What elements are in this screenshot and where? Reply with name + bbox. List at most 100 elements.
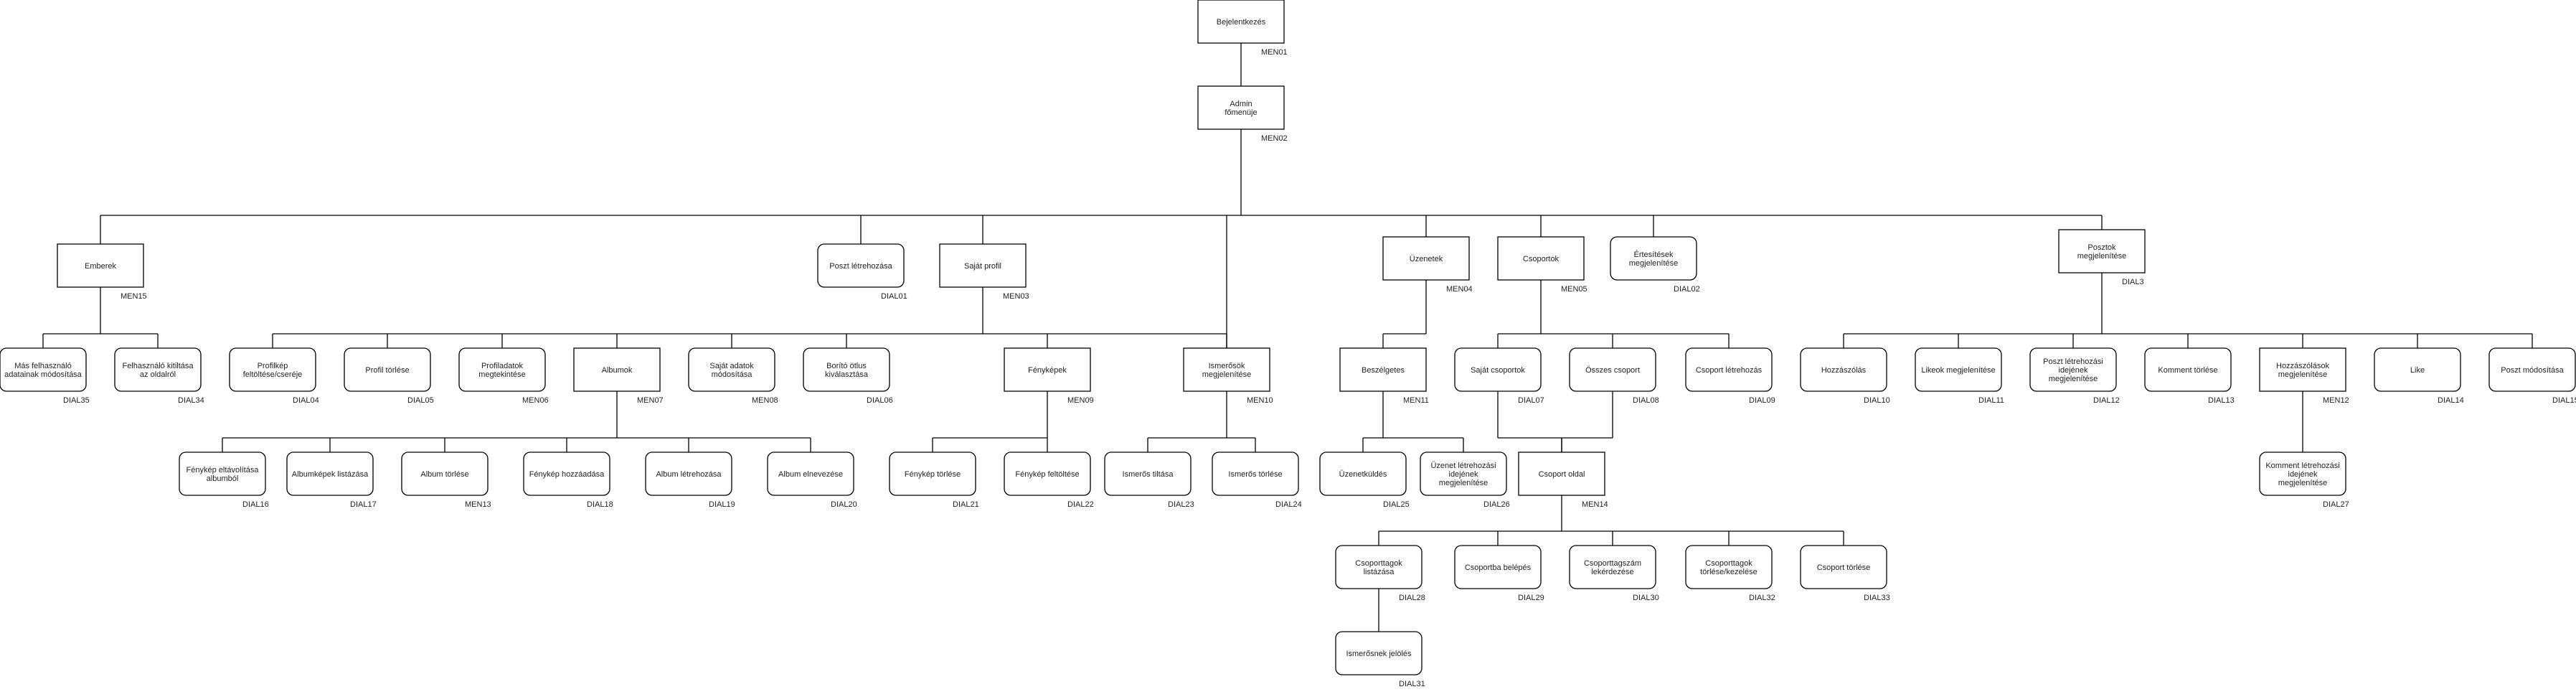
node-box (2144, 347, 2232, 392)
node-code: DIAL30 (1633, 594, 1659, 602)
node-label: Likeok megjelenítése (1921, 366, 1995, 375)
node-box (1335, 631, 1423, 675)
node-code: DIAL15 (2552, 396, 2576, 405)
node-label: Album elnevezése (778, 470, 843, 479)
connector-lines (42, 43, 2533, 632)
node-box (1915, 347, 2002, 392)
node-code: DIAL21 (953, 500, 979, 509)
node-label: feltöltése/cseréje (243, 370, 303, 379)
node-box (286, 452, 374, 496)
node-code: DIAL19 (709, 500, 735, 509)
node-label: Admin (1230, 100, 1252, 108)
node-label: törlése/kezelése (1700, 568, 1758, 576)
node-code: MEN01 (1261, 48, 1288, 57)
node-label: Albumok (602, 366, 633, 375)
node-label: módosítása (712, 370, 753, 379)
node-box (1800, 347, 1887, 392)
node-code: DIAL16 (242, 500, 269, 509)
node-box (645, 452, 732, 496)
node-label: Csoportok (1523, 255, 1560, 263)
node-label: Értesítések (1633, 250, 1674, 259)
node-label: Poszt létrehozási (2043, 357, 2103, 366)
node-label: megjelenítése (2049, 375, 2098, 383)
node-code: MEN02 (1261, 134, 1288, 143)
node-box (1610, 236, 1697, 281)
node-code: DIAL23 (1168, 500, 1194, 509)
node-box (1004, 347, 1091, 392)
node-code: DIAL22 (1067, 500, 1094, 509)
node-box (1454, 545, 1542, 589)
node-label: Csoport oldal (1539, 470, 1585, 479)
node-code: DIAL09 (1749, 396, 1775, 405)
node-code: DIAL02 (1674, 285, 1700, 294)
node-box (2029, 347, 2117, 392)
node-code: DIAL3 (2122, 278, 2144, 286)
node-code: DIAL07 (1518, 396, 1544, 405)
node-code: DIAL11 (1978, 396, 2004, 405)
node-label: Saját profil (964, 262, 1001, 271)
node-label: Csoporttagok (1355, 559, 1402, 568)
node-box (1454, 347, 1542, 392)
node-box (1004, 452, 1091, 496)
node-label: Ismerősnek jelölés (1346, 650, 1412, 658)
node-box (1197, 0, 1285, 44)
node-code: MEN15 (121, 292, 147, 301)
node-code: DIAL33 (1864, 594, 1890, 602)
node-label: Profiladatok (481, 362, 524, 370)
node-box (0, 347, 87, 392)
node-box (458, 347, 546, 392)
node-code: MEN04 (1446, 285, 1473, 294)
node-label: lekérdezése (1591, 568, 1633, 576)
node-label: Profil törlése (365, 366, 409, 375)
node-code: DIAL25 (1383, 500, 1410, 509)
node-box (1382, 236, 1470, 281)
node-code: DIAL10 (1864, 396, 1890, 405)
node-label: Fénykép törlése (905, 470, 961, 479)
node-label: Albumképek listázása (292, 470, 369, 479)
node-box (1497, 236, 1585, 281)
node-label: Csoporttagok (1705, 559, 1752, 568)
node-label: Bejelentkezés (1217, 18, 1266, 27)
node-box (2259, 452, 2346, 496)
node-label: megjelenítése (1202, 370, 1252, 379)
node-box (2374, 347, 2461, 392)
node-code: DIAL13 (2208, 396, 2235, 405)
node-code: MEN08 (752, 396, 778, 405)
node-box (1339, 347, 1427, 392)
node-box (1420, 452, 1507, 496)
node-label: Üzenet létrehozási (1430, 462, 1496, 470)
node-label: Like (2410, 366, 2425, 375)
node-code: DIAL34 (178, 396, 204, 405)
node-box (57, 243, 144, 288)
node-uzenet-letrehozasi: Üzenet létrehozásiidejénekmegjelenítéseD… (1420, 452, 1510, 509)
node-box (1800, 545, 1887, 589)
node-poszt-modositasa: Poszt módosításaDIAL15 (2488, 347, 2576, 405)
node-box (1197, 85, 1285, 130)
node-label: kiválasztása (825, 370, 869, 379)
node-box (2488, 347, 2576, 392)
node-code: MEN11 (1403, 396, 1429, 405)
node-label: idejének (1449, 470, 1478, 479)
